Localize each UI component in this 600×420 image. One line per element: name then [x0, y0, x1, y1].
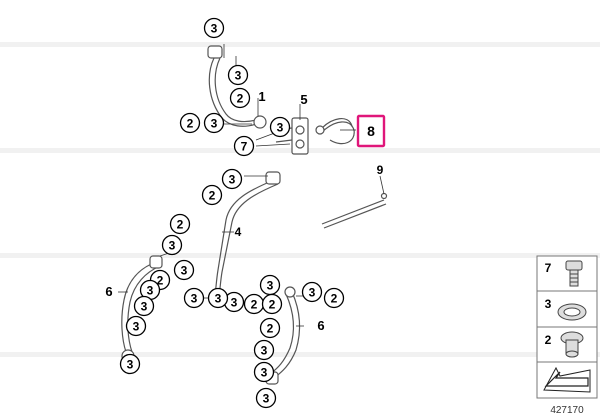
svg-text:3: 3 — [211, 117, 218, 131]
svg-text:3: 3 — [169, 239, 176, 253]
callout-c24: 3 — [183, 287, 205, 309]
callout-c9: 7 — [233, 135, 255, 157]
brake-line-8 — [315, 118, 355, 145]
svg-text:8: 8 — [367, 123, 375, 139]
cable-tie-9 — [321, 192, 388, 229]
legend-item-washer: 3 — [545, 297, 587, 321]
callout-c33: 3 — [255, 387, 277, 409]
svg-text:2: 2 — [269, 298, 276, 312]
callout-left-3b: 3 — [207, 287, 229, 309]
svg-text:2: 2 — [331, 292, 338, 306]
svg-text:9: 9 — [377, 163, 384, 177]
svg-text:7: 7 — [545, 261, 552, 275]
callout-c31: 3 — [253, 339, 275, 361]
svg-text:3: 3 — [309, 286, 316, 300]
svg-text:2: 2 — [251, 298, 258, 312]
callout-c16: 3 — [161, 234, 183, 256]
callout-c25: 2 — [243, 293, 265, 315]
screw-icon — [565, 260, 583, 287]
svg-text:3: 3 — [215, 292, 222, 306]
svg-text:2: 2 — [157, 274, 164, 288]
svg-text:3: 3 — [267, 279, 274, 293]
callout-c15: 2 — [169, 213, 191, 235]
svg-text:6: 6 — [317, 318, 324, 333]
callout-c7: 3 — [269, 116, 291, 138]
callout-c28: 2 — [261, 293, 283, 315]
svg-text:2: 2 — [237, 92, 244, 106]
callout-c6: 3 — [203, 112, 225, 134]
callout-c22: 3 — [125, 315, 147, 337]
ring-washer-icon — [557, 303, 587, 321]
callout-right-3a: 3 — [301, 281, 323, 303]
callout-c19-label: 6 — [105, 284, 112, 299]
arrow-icon — [543, 366, 591, 393]
callout-c2: 3 — [227, 64, 249, 86]
legend-item-banjo-bolt: 2 — [545, 331, 584, 358]
svg-text:3: 3 — [191, 292, 198, 306]
callout-c1: 3 — [203, 17, 225, 39]
callout-c29-label: 6 — [317, 318, 324, 333]
svg-text:3: 3 — [133, 320, 140, 334]
svg-text:2: 2 — [545, 333, 552, 347]
legend-item-screw: 7 — [545, 260, 583, 287]
svg-text:7: 7 — [241, 140, 248, 154]
callout-c10-highlighted: 8 — [356, 114, 386, 148]
svg-text:2: 2 — [177, 218, 184, 232]
callout-c3: 2 — [229, 87, 251, 109]
svg-text:3: 3 — [127, 358, 134, 372]
svg-text:3: 3 — [147, 284, 154, 298]
callout-c12: 2 — [201, 184, 223, 206]
svg-text:2: 2 — [187, 117, 194, 131]
svg-text:3: 3 — [277, 121, 284, 135]
callout-c14-label: 4 — [235, 225, 242, 239]
svg-text:3: 3 — [261, 344, 268, 358]
callout-c8-label: 5 — [300, 92, 307, 107]
svg-text:6: 6 — [105, 284, 112, 299]
svg-text:3: 3 — [231, 296, 238, 310]
callout-c21: 3 — [133, 295, 155, 317]
callout-c5: 2 — [179, 112, 201, 134]
callouts: 3 3 2 1 2 3 3 5 7 8 3 2 9 4 2 3 3 2 6 3 … — [105, 17, 386, 409]
banjo-bolt-icon — [560, 331, 584, 358]
svg-text:5: 5 — [300, 92, 307, 107]
svg-text:3: 3 — [235, 69, 242, 83]
callout-c17: 3 — [173, 259, 195, 281]
svg-text:3: 3 — [141, 300, 148, 314]
svg-text:3: 3 — [229, 173, 236, 187]
svg-text:2: 2 — [267, 322, 274, 336]
callout-c11: 3 — [221, 168, 243, 190]
callout-c30: 2 — [259, 317, 281, 339]
svg-text:1: 1 — [258, 89, 265, 104]
svg-text:3: 3 — [211, 22, 218, 36]
callout-c32: 3 — [253, 361, 275, 383]
svg-text:3: 3 — [263, 392, 270, 406]
svg-text:2: 2 — [209, 189, 216, 203]
callout-c27: 3 — [259, 274, 281, 296]
callout-c23: 3 — [119, 353, 141, 375]
callout-right-2a: 2 — [323, 287, 345, 309]
legend-panel: 7 3 2 — [536, 255, 598, 399]
svg-text:4: 4 — [235, 225, 242, 239]
svg-text:3: 3 — [261, 366, 268, 380]
svg-text:3: 3 — [545, 297, 552, 311]
svg-text:3: 3 — [181, 264, 188, 278]
callout-c4-label: 1 — [258, 89, 265, 104]
callout-c13-label: 9 — [377, 163, 384, 177]
watermark — [0, 42, 600, 357]
diagram-id: 427170 — [550, 405, 584, 416]
